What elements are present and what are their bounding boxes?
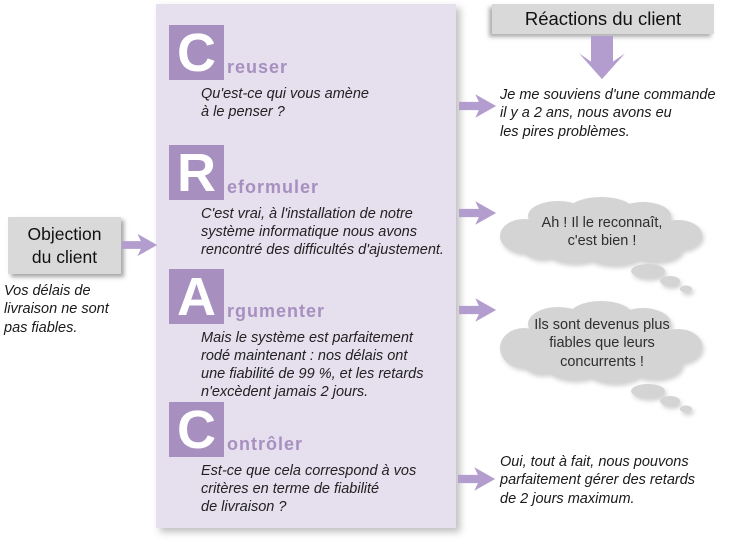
thought-bubble-icon xyxy=(500,197,702,293)
thought-bubble-icon xyxy=(500,301,702,413)
crac-word-reformuler: eformuler xyxy=(227,177,320,197)
crac-letter-c2: C xyxy=(169,402,224,457)
arrow-right-icon xyxy=(458,467,496,491)
crac-word-argumenter: rgumenter xyxy=(227,301,326,321)
crac-word-controler: ontrôler xyxy=(227,434,304,454)
crac-question-creuser: Qu'est-ce qui vous amène à le penser ? xyxy=(201,86,369,120)
crac-letter-r: R xyxy=(169,145,224,200)
objection-du-client-box: Objection du client xyxy=(8,217,121,274)
crac-item-controler: C ontrôler Est-ce que cela correspond à … xyxy=(169,402,444,517)
objection-text: Vos délais de livraison ne sont pas fiab… xyxy=(4,283,109,336)
reaction-speech-1: Je me souviens d'une commande il y a 2 a… xyxy=(500,87,716,140)
arrow-right-icon xyxy=(459,201,497,225)
reaction-speech-2: Oui, tout à fait, nous pouvons parfaitem… xyxy=(500,454,696,507)
crac-item-reformuler: R eformuler C'est vrai, à l'installation… xyxy=(169,145,444,260)
crac-item-creuser: C reuser Qu'est-ce qui vous amène à le p… xyxy=(169,25,444,122)
crac-letter-c: C xyxy=(169,25,224,80)
crac-item-argumenter: A rgumenter Mais le système est parfaite… xyxy=(169,269,444,402)
reaction-thought-1: Ah ! Il le reconnaît, c'est bien ! xyxy=(541,215,663,250)
arrow-right-icon xyxy=(459,94,497,118)
crac-text-reformuler: C'est vrai, à l'installation de notre sy… xyxy=(201,206,444,258)
crac-panel: C reuser Qu'est-ce qui vous amène à le p… xyxy=(156,4,456,528)
reactions-du-client-box: Réactions du client xyxy=(492,4,714,34)
arrow-right-icon xyxy=(459,298,497,322)
crac-word-creuser: reuser xyxy=(227,57,289,77)
crac-text-argumenter: Mais le système est parfaitement rodé ma… xyxy=(201,330,424,400)
arrow-down-icon xyxy=(579,36,625,80)
arrow-right-icon xyxy=(122,233,158,257)
reaction-thought-2: Ils sont devenus plus fiables que leurs … xyxy=(534,317,670,370)
crac-question-controler: Est-ce que cela correspond à vos critère… xyxy=(201,463,417,515)
crac-letter-a: A xyxy=(169,269,224,324)
